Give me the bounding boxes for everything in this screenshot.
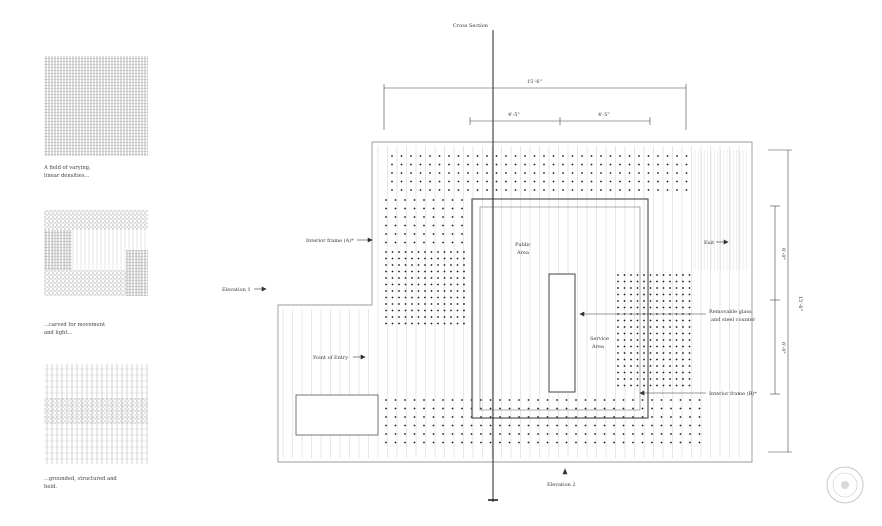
svg-text:linear densities...: linear densities... (44, 173, 90, 179)
plan-column-dots (385, 155, 701, 444)
public-area-label-2: Area (516, 250, 529, 256)
svg-text:held.: held. (44, 484, 57, 490)
study-2-field (44, 210, 148, 296)
dim-sub-2: 4'-5" (598, 112, 610, 118)
study-3-field (44, 364, 148, 464)
plan-outline (277, 141, 753, 463)
dim-right-1: 6'-0" (780, 248, 786, 260)
elevation-2-label: Elevation 2 (547, 482, 576, 488)
dim-right-2: 6'-0" (780, 342, 786, 354)
interior-frame-a-label: Interior frame (A)* (306, 237, 354, 244)
service-counter (548, 273, 576, 393)
svg-text:and light...: and light... (44, 330, 73, 336)
svg-text:...carved for movement: ...carved for movement (44, 322, 106, 328)
circulation-loop (471, 198, 649, 419)
elevation-1-label: Elevation 1 (222, 287, 251, 293)
dim-total-width: 15'-6" (527, 79, 542, 85)
interior-frame-b-label: Interior frame (B)* (709, 390, 757, 397)
dimension-right (768, 149, 792, 453)
cross-section-label: Cross Section (453, 23, 489, 29)
dimension-top (383, 84, 687, 130)
svg-text:...grounded, structured and: ...grounded, structured and (44, 476, 117, 482)
point-of-entry-label: Point of Entry (313, 355, 348, 361)
dim-sub-1: 4'-5" (508, 112, 520, 118)
removable-counter-label: Removable glass (709, 309, 752, 315)
svg-text:A field of varying,: A field of varying, (43, 165, 91, 171)
leader-lines (254, 237, 729, 475)
study-2-caption: ...carved for movement and light... (44, 322, 106, 336)
exit-label: Exit (704, 240, 714, 246)
entry-mat (295, 394, 379, 436)
removable-counter-label-2: and steel counter (711, 317, 756, 323)
study-3-caption: ...grounded, structured and held. (44, 476, 117, 490)
public-area-label: Public (515, 242, 531, 248)
study-1-field (44, 56, 148, 156)
study-1-caption: A field of varying, linear densities... (43, 165, 91, 179)
service-area-label: Service (590, 336, 609, 342)
service-area-label-2: Area (591, 344, 604, 350)
watermark-seal (826, 466, 864, 504)
dim-right-total: 15'-6" (797, 296, 803, 311)
